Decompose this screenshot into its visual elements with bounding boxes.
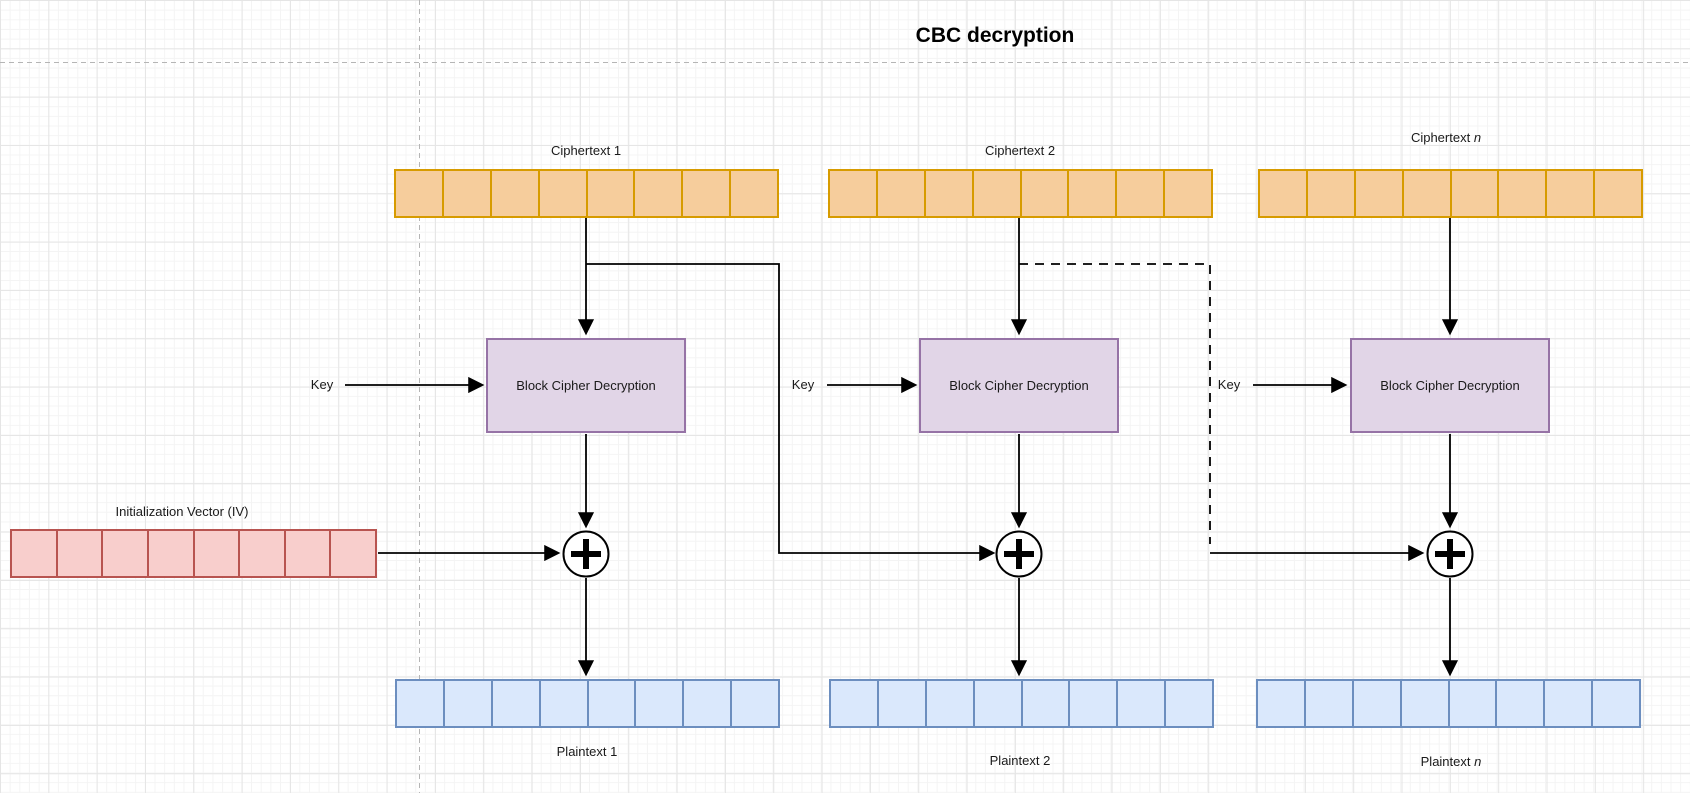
plaintext-2-label: Plaintext 2 <box>989 753 1051 768</box>
block-cell <box>1499 171 1548 216</box>
block-cell <box>1308 171 1356 216</box>
block-cell <box>1023 681 1071 726</box>
block-cell <box>541 681 589 726</box>
block-cell <box>878 171 926 216</box>
block-cell <box>1545 681 1594 726</box>
block-cell <box>1356 171 1404 216</box>
block-cell <box>635 171 684 216</box>
block-cell <box>1404 171 1452 216</box>
block-cell <box>974 171 1022 216</box>
block-cell <box>1497 681 1546 726</box>
plaintext-n-label: Plaintext n <box>1420 754 1482 769</box>
arrow-ciphertext1-to-xor2 <box>586 263 996 562</box>
block-cell <box>1069 171 1118 216</box>
block-cipher-decryption-2: Block Cipher Decryption <box>919 338 1119 433</box>
block-cell <box>240 531 286 576</box>
plaintext-2-block <box>829 679 1214 728</box>
block-cell <box>1452 171 1500 216</box>
ciphertext-2-block <box>828 169 1213 218</box>
connectors-column-1 <box>345 218 996 677</box>
block-cell <box>331 531 375 576</box>
ciphertext-1-block <box>394 169 779 218</box>
block-cell <box>1354 681 1402 726</box>
block-cell <box>58 531 104 576</box>
block-cell <box>1260 171 1308 216</box>
block-cell <box>1402 681 1450 726</box>
xor-gate-n <box>1426 530 1474 578</box>
block-cell <box>684 681 733 726</box>
block-cell <box>588 171 636 216</box>
block-cell <box>286 531 332 576</box>
block-cell <box>444 171 492 216</box>
block-cell <box>493 681 541 726</box>
iv-label: Initialization Vector (IV) <box>115 504 249 519</box>
block-cell <box>683 171 732 216</box>
block-cell <box>103 531 149 576</box>
block-cipher-decryption-n: Block Cipher Decryption <box>1350 338 1550 433</box>
block-cell <box>492 171 540 216</box>
block-cell <box>397 681 445 726</box>
block-cell <box>12 531 58 576</box>
block-cell <box>830 171 878 216</box>
block-cell <box>1022 171 1070 216</box>
block-cell <box>540 171 588 216</box>
block-cell <box>589 681 637 726</box>
block-cell <box>195 531 241 576</box>
plus-icon <box>1435 539 1465 569</box>
block-cell <box>636 681 685 726</box>
block-cell <box>1593 681 1639 726</box>
plaintext-1-block <box>395 679 780 728</box>
block-cell <box>1117 171 1166 216</box>
key-2-label: Key <box>791 377 815 392</box>
connectors-column-2 <box>827 218 1425 677</box>
xor-gate-1 <box>562 530 610 578</box>
block-cell <box>1166 681 1212 726</box>
block-cell <box>926 171 974 216</box>
ciphertext-1-label: Ciphertext 1 <box>550 143 622 158</box>
block-cell <box>732 681 778 726</box>
iv-block <box>10 529 377 578</box>
plus-icon <box>1004 539 1034 569</box>
block-cipher-decryption-1: Block Cipher Decryption <box>486 338 686 433</box>
ciphertext-n-label: Ciphertext n <box>1410 130 1482 145</box>
connectors-column-n <box>1253 218 1459 677</box>
block-cell <box>731 171 777 216</box>
xor-gate-2 <box>995 530 1043 578</box>
block-cell <box>831 681 879 726</box>
plaintext-1-label: Plaintext 1 <box>556 744 618 759</box>
diagram-title: CBC decryption <box>915 24 1075 47</box>
plus-icon <box>571 539 601 569</box>
block-cell <box>1258 681 1306 726</box>
block-cell <box>149 531 195 576</box>
key-1-label: Key <box>310 377 334 392</box>
block-cell <box>396 171 444 216</box>
block-cell <box>1547 171 1596 216</box>
block-cell <box>1118 681 1167 726</box>
key-n-label: Key <box>1217 377 1241 392</box>
block-cell <box>879 681 927 726</box>
block-cell <box>1165 171 1211 216</box>
block-cell <box>1595 171 1641 216</box>
block-cell <box>975 681 1023 726</box>
block-cell <box>1306 681 1354 726</box>
block-cell <box>927 681 975 726</box>
ciphertext-2-label: Ciphertext 2 <box>984 143 1056 158</box>
block-cell <box>1070 681 1119 726</box>
plaintext-n-block <box>1256 679 1641 728</box>
block-cell <box>445 681 493 726</box>
block-cell <box>1450 681 1498 726</box>
ciphertext-n-block <box>1258 169 1643 218</box>
